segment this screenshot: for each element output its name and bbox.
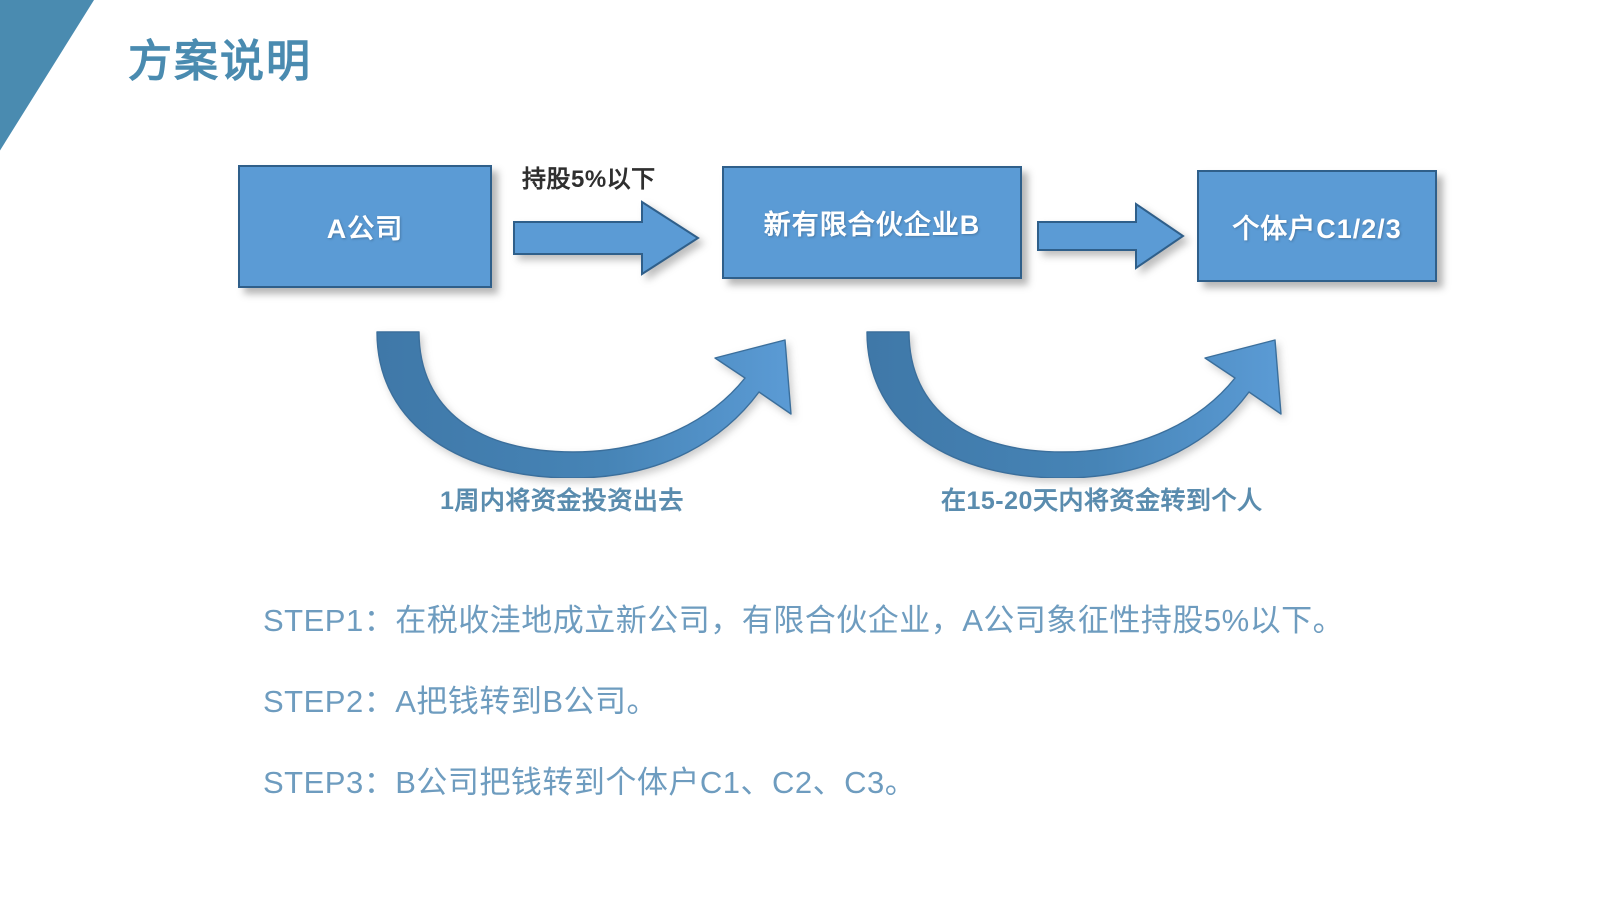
step-line-1: STEP1：在税收洼地成立新公司，有限合伙企业，A公司象征性持股5%以下。 bbox=[263, 603, 1345, 638]
process-box-a-label: A公司 bbox=[326, 214, 404, 244]
process-box-a-company[interactable]: A公司 bbox=[238, 165, 492, 288]
right-arrow-icon-a-to-b bbox=[513, 200, 700, 276]
right-arrow-icon-b-to-c bbox=[1037, 202, 1185, 270]
curved-arrow-caption-invest: 1周内将资金投资出去 bbox=[440, 487, 684, 515]
process-box-partnership-b[interactable]: 新有限合伙企业B bbox=[722, 166, 1022, 279]
curved-arrow-icon-fund-to-b bbox=[376, 331, 792, 478]
curved-arrow-caption-transfer: 在15-20天内将资金转到个人 bbox=[941, 487, 1263, 515]
process-box-c-label: 个体户C1/2/3 bbox=[1232, 213, 1402, 244]
page-title: 方案说明 bbox=[128, 37, 312, 86]
diagonal-accent-band bbox=[0, 0, 145, 320]
process-box-individual-c[interactable]: 个体户C1/2/3 bbox=[1197, 170, 1437, 282]
step-line-2: STEP2：A把钱转到B公司。 bbox=[263, 684, 659, 719]
step-line-3: STEP3：B公司把钱转到个体户C1、C2、C3。 bbox=[263, 765, 917, 800]
curved-arrow-icon-fund-to-c bbox=[866, 331, 1282, 478]
step-list: STEP1：在税收洼地成立新公司，有限合伙企业，A公司象征性持股5%以下。 ST… bbox=[263, 605, 1463, 848]
process-box-b-label: 新有限合伙企业B bbox=[763, 210, 981, 240]
holding-ratio-caption: 持股5%以下 bbox=[522, 166, 656, 193]
